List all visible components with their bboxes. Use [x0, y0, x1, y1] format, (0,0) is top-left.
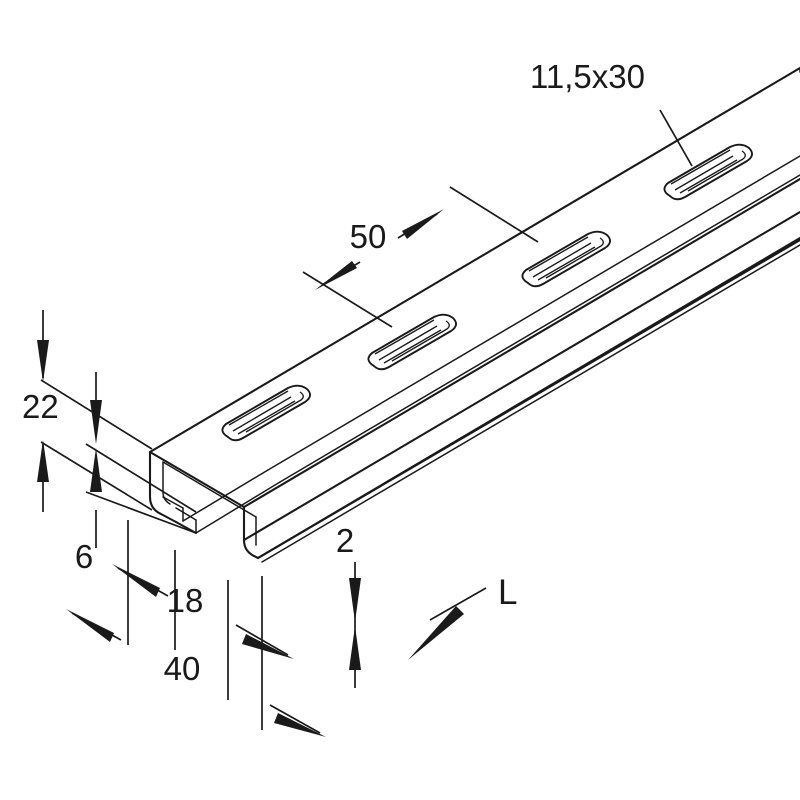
- slot-pitch-arrow-right: [402, 209, 444, 239]
- slot-2: [367, 313, 457, 371]
- overall-width-arrow-right: [274, 713, 326, 737]
- slot-pitch-ext-line-2: [449, 186, 539, 243]
- overall-height-label: 22: [22, 388, 59, 425]
- lip-height-label: 6: [75, 538, 93, 575]
- slot-4: [663, 143, 753, 201]
- end-face-outer-outline: [148, 450, 246, 509]
- material-thickness-label: 2: [336, 522, 354, 559]
- slot-group: [221, 143, 753, 442]
- length-arrow: [408, 606, 464, 660]
- slot-size-dimension-group: 11,5x30: [530, 58, 693, 167]
- material-thickness-arrow-lower: [349, 626, 361, 670]
- slot-pitch-dimension-group: 50: [302, 186, 539, 328]
- slot-opening-label: 18: [167, 582, 204, 619]
- slot-size-leader: [659, 109, 693, 167]
- web-face-lower-edge: [242, 210, 800, 542]
- top-face-front-edge: [242, 177, 800, 509]
- lip-height-arrow-upper: [90, 400, 102, 444]
- end-face-slot-lip-lower: [195, 481, 281, 534]
- channel-inner-lip-line-2: [267, 155, 800, 471]
- slot-3: [521, 230, 611, 288]
- overall-width-label: 40: [164, 650, 201, 687]
- slot-1: [221, 384, 311, 442]
- overall-height-dimension-group: 22: [22, 310, 153, 512]
- lower-lip-outer-edge: [256, 238, 800, 560]
- slot-pitch-arrow-left: [315, 261, 357, 290]
- slot-pitch-ext-line-1: [302, 271, 393, 328]
- slot-opening-arrow-left: [112, 564, 160, 597]
- length-dimension-group: L: [408, 573, 517, 660]
- lip-height-dimension-group: 6: [75, 372, 197, 575]
- slot-opening-dimension-group: 18: [112, 550, 294, 700]
- overall-width-arrow-left: [66, 609, 114, 642]
- length-leader: [429, 587, 487, 621]
- lip-height-witness-upper: [85, 443, 197, 513]
- length-label: L: [498, 573, 517, 612]
- material-thickness-arrow-upper: [349, 578, 361, 622]
- top-face-fill: [150, 70, 800, 508]
- end-face-slot-lip-upper: [182, 469, 269, 522]
- overall-height-arrow-lower: [37, 440, 49, 482]
- lower-lip-crease: [261, 244, 800, 563]
- lip-height-witness-lower: [85, 491, 197, 534]
- front-face-fill: [150, 452, 243, 552]
- slot-size-label: 11,5x30: [530, 58, 645, 95]
- overall-width-dim-line-right: [269, 704, 321, 734]
- material-thickness-dimension-group: 2: [336, 522, 361, 688]
- top-face-back-edge: [148, 66, 800, 454]
- channel-inner-lip-line: [279, 174, 800, 483]
- lip-height-arrow-lower: [90, 448, 102, 492]
- end-face-left-web: [148, 450, 178, 524]
- overall-width-dimension-group: 40: [66, 520, 326, 737]
- end-face-left-lip-top: [175, 507, 197, 521]
- slot-pitch-label: 50: [350, 218, 387, 255]
- end-face-left-lip-inner-fold: [162, 496, 184, 509]
- overall-height-arrow-upper: [37, 340, 49, 382]
- slot-opening-arrow-right: [242, 634, 294, 659]
- end-face-top-plate-inner: [162, 461, 257, 518]
- profile-body: [148, 66, 800, 563]
